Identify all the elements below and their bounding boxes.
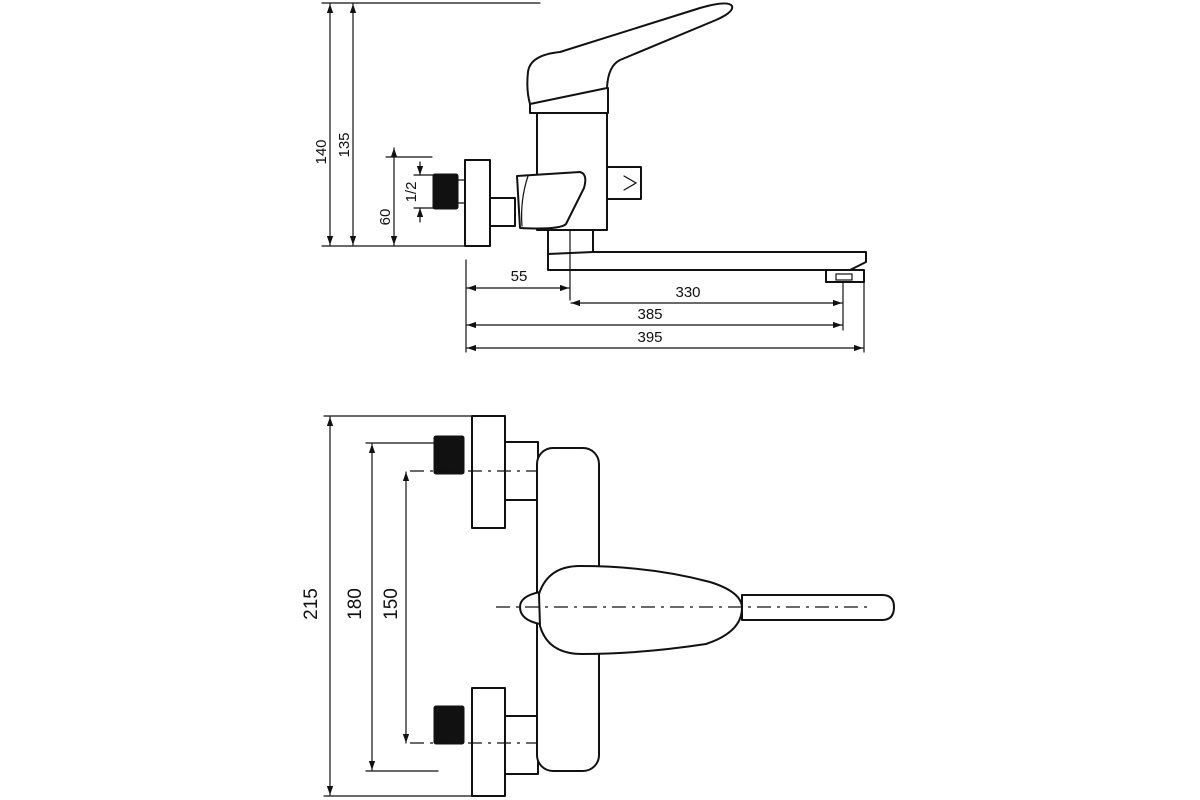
dim-label-55: 55	[511, 268, 528, 285]
top-view: 215 180 150	[301, 415, 895, 797]
dim-label-60: 60	[377, 209, 394, 226]
dim-label-395: 395	[637, 329, 662, 346]
aerator-slot	[835, 273, 853, 281]
dim-label-330: 330	[675, 284, 700, 301]
lever-handle	[526, 2, 734, 105]
spout	[547, 251, 867, 271]
dim-label-180: 180	[345, 588, 366, 620]
dim-label-385: 385	[637, 306, 662, 323]
insert-mark	[623, 175, 638, 191]
dim-label-thread: 1/2	[403, 182, 420, 203]
thread-inlet-black	[432, 173, 459, 210]
dim-label-135: 135	[336, 132, 353, 157]
front-cap	[516, 171, 587, 230]
front-cap-edge	[521, 175, 529, 227]
lower-nut	[504, 715, 539, 775]
upper-inlet-black	[433, 435, 465, 475]
lower-inlet-black	[433, 705, 465, 745]
wall-escutcheon	[464, 159, 491, 247]
lever-top	[538, 565, 743, 655]
side-view: 140 135 60 1/2	[313, 2, 867, 353]
dim-label-215: 215	[301, 588, 322, 620]
front-cap-top	[519, 591, 541, 625]
upper-escutcheon	[471, 415, 506, 529]
dim-label-140: 140	[313, 139, 330, 164]
lower-escutcheon	[471, 687, 506, 797]
dim-label-150: 150	[381, 588, 402, 620]
connector-nut	[489, 197, 516, 227]
